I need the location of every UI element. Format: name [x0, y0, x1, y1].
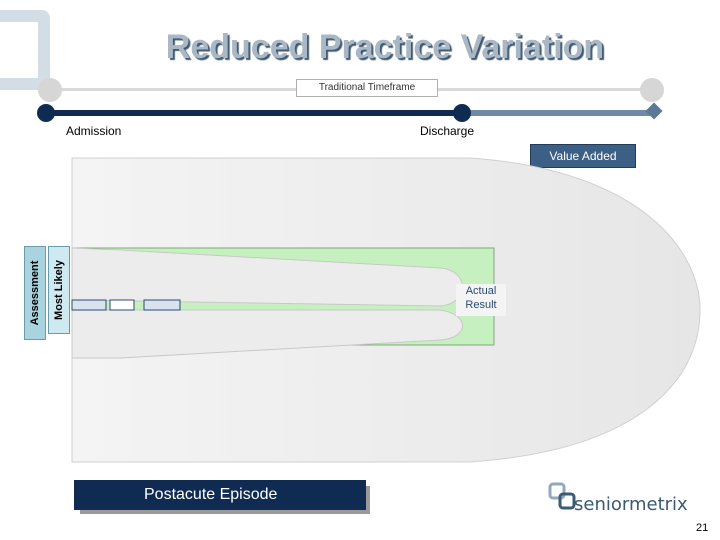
traditional-timeframe-label: Traditional Timeframe [296, 79, 438, 97]
inner-marker-1 [71, 299, 107, 311]
lower-variation-lobe [71, 309, 463, 359]
seniormetrix-logo-text: seniormetrix [574, 494, 688, 515]
most-likely-box: Most Likely [48, 246, 70, 334]
inner-marker-2 [109, 299, 135, 311]
discharge-label: Discharge [420, 124, 475, 138]
admission-label: Admission [66, 124, 122, 138]
actual-result-label: Actual Result [456, 284, 506, 316]
assessment-label: Assessment [29, 260, 41, 326]
admission-marker [37, 104, 55, 122]
variation-diagram [71, 157, 701, 463]
slide-title: Reduced Practice Variation [165, 28, 605, 66]
timeline-end-diamond [645, 102, 663, 120]
value-added-box: Value Added [530, 144, 636, 168]
discharge-marker [453, 104, 471, 122]
inner-marker-3 [143, 299, 181, 311]
actual-timeframe-line [48, 110, 652, 116]
assessment-box: Assessment [24, 246, 46, 340]
most-likely-label: Most Likely [53, 260, 65, 320]
page-number: 21 [696, 522, 709, 534]
traditional-end-marker [640, 78, 664, 102]
traditional-start-marker [38, 78, 62, 102]
value-added-extension-line [460, 110, 654, 116]
seniormetrix-logo-icon [548, 482, 576, 510]
postacute-episode-bar: Postacute Episode [74, 480, 366, 510]
corner-bracket-decoration [0, 10, 50, 90]
